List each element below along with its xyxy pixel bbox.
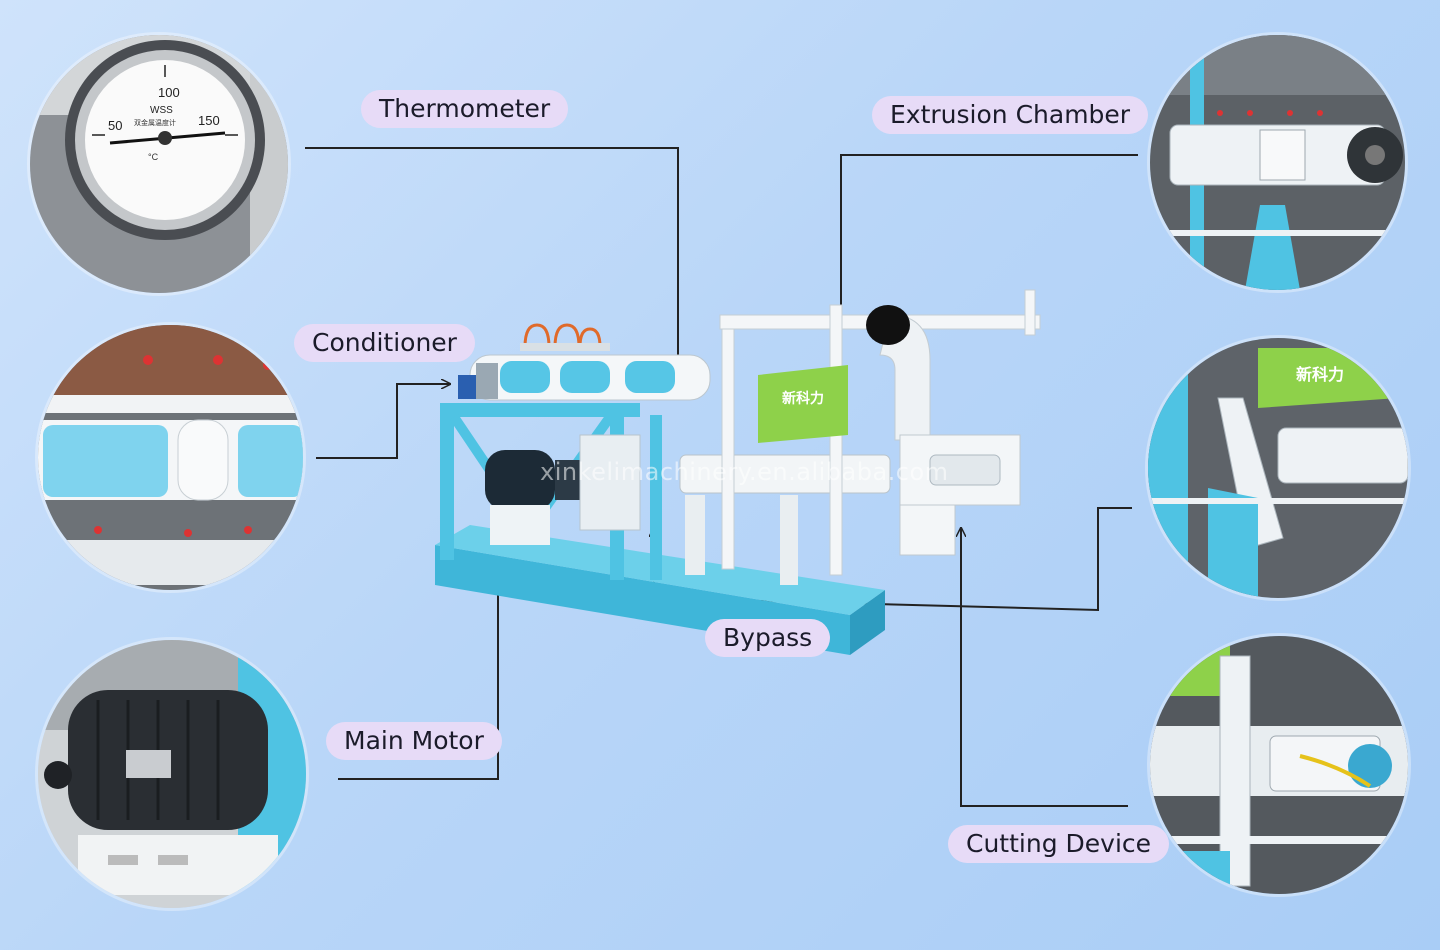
- watermark-text: xinkelimachinery.en.alibaba.com: [540, 458, 949, 486]
- bypass-label: Bypass: [705, 619, 831, 657]
- main-motor-label: Main Motor: [326, 722, 502, 760]
- extrusion-chamber-label: Extrusion Chamber: [872, 96, 1149, 134]
- cutting-device-photo: [1150, 636, 1408, 894]
- gauge-unit: °C: [148, 152, 159, 162]
- gauge-brand: WSS: [150, 105, 173, 116]
- bypass-panel-brand: 新科力: [1296, 365, 1344, 384]
- main-motor-leader: [338, 566, 498, 780]
- main-motor-photo: [38, 640, 306, 908]
- cutting-device-label: Cutting Device: [948, 825, 1170, 863]
- conditioner-photo: [38, 325, 303, 590]
- gauge-caption: 双金属温度计: [134, 118, 176, 127]
- thermometer-label: Thermometer: [361, 90, 569, 128]
- thermometer-photo: 100 50 150 WSS 双金属温度计 °C: [30, 35, 288, 293]
- cutting-device-leader: [961, 528, 1128, 807]
- thermometer-leader: [305, 147, 678, 372]
- gauge-top-value: 100: [158, 85, 180, 100]
- extrusion-chamber-photo: [1150, 35, 1405, 290]
- gauge-right-value: 150: [198, 113, 220, 128]
- conditioner-leader: [316, 384, 450, 459]
- panel-brand-text: 新科力: [782, 390, 824, 407]
- bypass-photo: 新科力: [1148, 338, 1408, 598]
- extruder-machine-illustration: 新科力: [435, 289, 1041, 655]
- conditioner-label: Conditioner: [294, 324, 475, 362]
- gauge-left-value: 50: [108, 118, 122, 133]
